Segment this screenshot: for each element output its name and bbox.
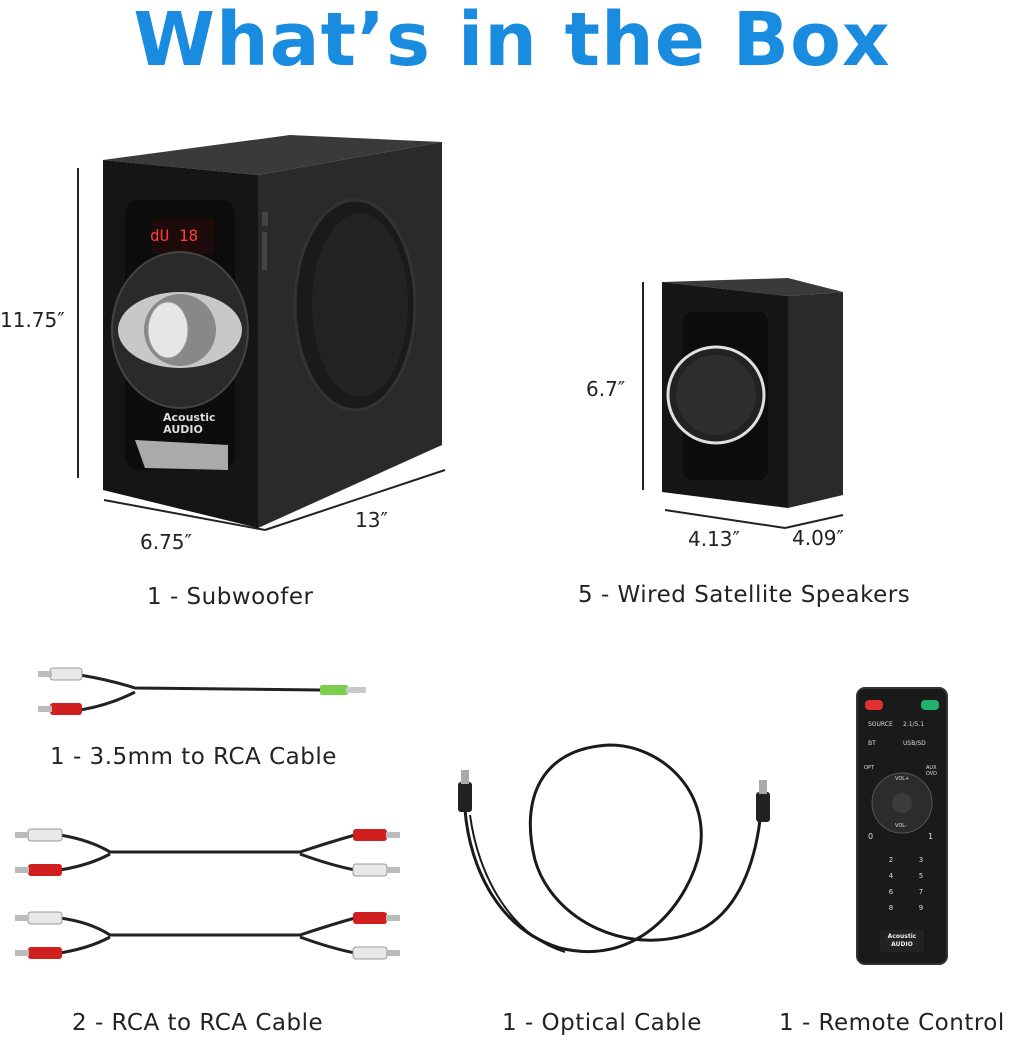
satellite-depth: 4.09″ <box>792 526 845 550</box>
subwoofer-depth: 13″ <box>355 508 388 532</box>
satellite-caption: 5 - Wired Satellite Speakers <box>578 582 911 608</box>
remote-key-8: 8 <box>888 904 894 912</box>
remote-key-source: SOURCE <box>868 721 893 728</box>
remote-key-6: 6 <box>888 888 894 896</box>
remote-key-0: 0 <box>868 832 874 841</box>
remote-key-grid: SOURCE 2.1/5.1 BT USB/SD <box>868 721 938 747</box>
remote-key-3: 3 <box>918 856 924 864</box>
remote-key-aux: AUX DVD <box>926 765 938 777</box>
page-title: What’s in the Box <box>133 0 891 83</box>
remote-caption: 1 - Remote Control <box>779 1010 1005 1036</box>
satellite-width: 4.13″ <box>688 527 741 551</box>
remote-key-opt: OPT <box>864 765 875 771</box>
remote-brand: Acoustic AUDIO <box>887 933 917 948</box>
rca-cable-caption: 2 - RCA to RCA Cable <box>72 1010 324 1036</box>
remote-key-voldown: VOL- <box>895 823 907 829</box>
remote-key-mode: 2.1/5.1 <box>903 721 925 728</box>
subwoofer-caption: 1 - Subwoofer <box>147 584 314 610</box>
remote-key-4: 4 <box>888 872 894 880</box>
subwoofer-height: 11.75″ <box>0 308 65 332</box>
remote-key-5: 5 <box>918 872 924 880</box>
optical-cable-caption: 1 - Optical Cable <box>502 1010 702 1036</box>
remote-key-2: 2 <box>888 856 894 864</box>
subwoofer-display: dU 18 <box>150 226 199 245</box>
remote-key-volup: VOL+ <box>895 776 910 782</box>
remote-key-bt: BT <box>868 740 876 747</box>
subwoofer-brand: Acoustic AUDIO <box>163 411 216 436</box>
remote-key-1: 1 <box>928 832 934 841</box>
remote-key-7: 7 <box>918 888 924 896</box>
remote-number-pad: 2 3 4 5 6 7 8 9 <box>876 856 936 912</box>
remote-key-usb: USB/SD <box>903 740 926 747</box>
cable-35mm-caption: 1 - 3.5mm to RCA Cable <box>50 744 337 770</box>
satellite-height: 6.7″ <box>586 377 626 401</box>
remote-key-9: 9 <box>918 904 924 912</box>
subwoofer-width: 6.75″ <box>140 530 193 554</box>
